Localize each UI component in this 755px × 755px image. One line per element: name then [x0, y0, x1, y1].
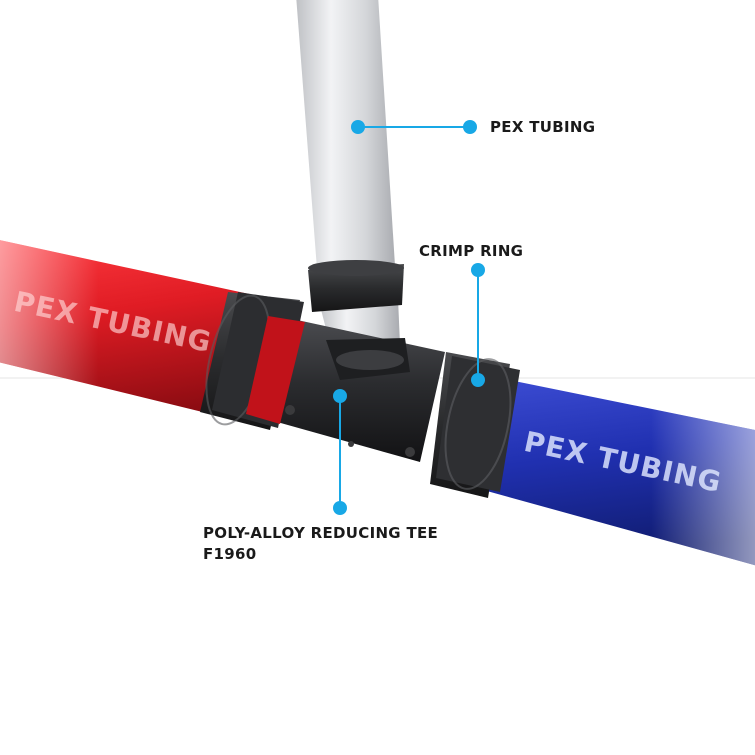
callout-dot-crimp-end — [471, 373, 485, 387]
poly-alloy-tee-fitting — [270, 318, 445, 462]
callouts — [333, 120, 485, 515]
callout-dot-tee-end — [333, 501, 347, 515]
label-tee-standard: F1960 — [203, 545, 257, 563]
label-pex-tubing: PEX TUBING — [490, 118, 596, 136]
crimp-ring-left — [200, 292, 305, 430]
blue-pex-pipe — [440, 372, 755, 566]
callout-dot-tee-start — [333, 389, 347, 403]
label-reducing-tee: POLY-ALLOY REDUCING TEE — [203, 524, 439, 542]
callout-dot-top-start — [351, 120, 365, 134]
callout-dot-top-end — [463, 120, 477, 134]
label-crimp-ring: CRIMP RING — [419, 242, 524, 260]
crimp-ring-right — [430, 352, 520, 498]
crimp-ring-top — [308, 260, 404, 312]
callout-dot-crimp-start — [471, 263, 485, 277]
